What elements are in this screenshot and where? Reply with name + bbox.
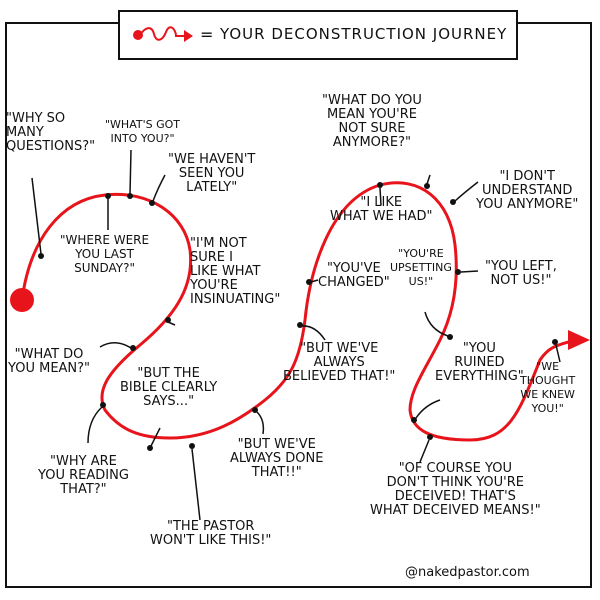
quote-whats-got-into-you: "WHAT'S GOT INTO YOU?" [105,118,181,145]
point-markers [38,182,558,451]
quote-you-left: "YOU LEFT, NOT US!" [485,259,557,288]
quote-youve-changed: "YOU'VE CHANGED" [318,261,390,290]
title-banner: = YOUR DECONSTRUCTION JOURNEY [118,10,518,60]
journey-path [20,181,576,442]
journey-arrowhead-icon [568,330,590,350]
quote-always-believed: "BUT WE'VE ALWAYS BELIEVED THAT!" [283,341,396,384]
quote-what-do-you-mean-not-sure: "WHAT DO YOU MEAN YOU'RE NOT SURE ANYMOR… [322,93,422,150]
quote-where-were-you: "WHERE WERE YOU LAST SUNDAY?" [60,233,150,275]
quote-i-dont-understand: "I DON'T UNDERSTAND YOU ANYMORE" [476,169,579,212]
quote-why-so-many-questions: "WHY SO MANY QUESTIONS?" [6,111,96,154]
quote-youre-upsetting: "YOU'RE UPSETTING US!" [390,247,452,288]
quote-what-do-you-mean: "WHAT DO YOU MEAN?" [8,347,91,376]
banner-title: YOUR DECONSTRUCTION JOURNEY [220,25,508,43]
quote-of-course: "OF COURSE YOU DON'T THINK YOU'RE DECEIV… [370,461,541,518]
quote-we-havent-seen-you: "WE HAVEN'T SEEN YOU LATELY" [168,152,256,195]
quote-always-done: "BUT WE'VE ALWAYS DONE THAT!!" [230,437,324,480]
quote-i-like-what-we-had: "I LIKE WHAT WE HAD" [330,195,433,224]
pointer-lines [31,149,561,521]
quote-but-the-bible: "BUT THE BIBLE CLEARLY SAYS..." [120,366,218,409]
credit-watermark: @nakedpastor.com [405,565,530,580]
quote-the-pastor: "THE PASTOR WON'T LIKE THIS!" [150,519,272,548]
banner-equals: = [200,25,214,44]
quote-we-thought: "WE THOUGHT WE KNEW YOU!" [520,360,576,415]
quote-why-are-you-reading: "WHY ARE YOU READING THAT?" [38,454,129,497]
quote-im-not-sure: "I'M NOT SURE I LIKE WHAT YOU'RE INSINUA… [190,236,281,307]
journey-start-dot [10,288,34,312]
quote-you-ruined: "YOU RUINED EVERYTHING" [435,341,524,384]
journey-legend-icon [133,26,193,42]
